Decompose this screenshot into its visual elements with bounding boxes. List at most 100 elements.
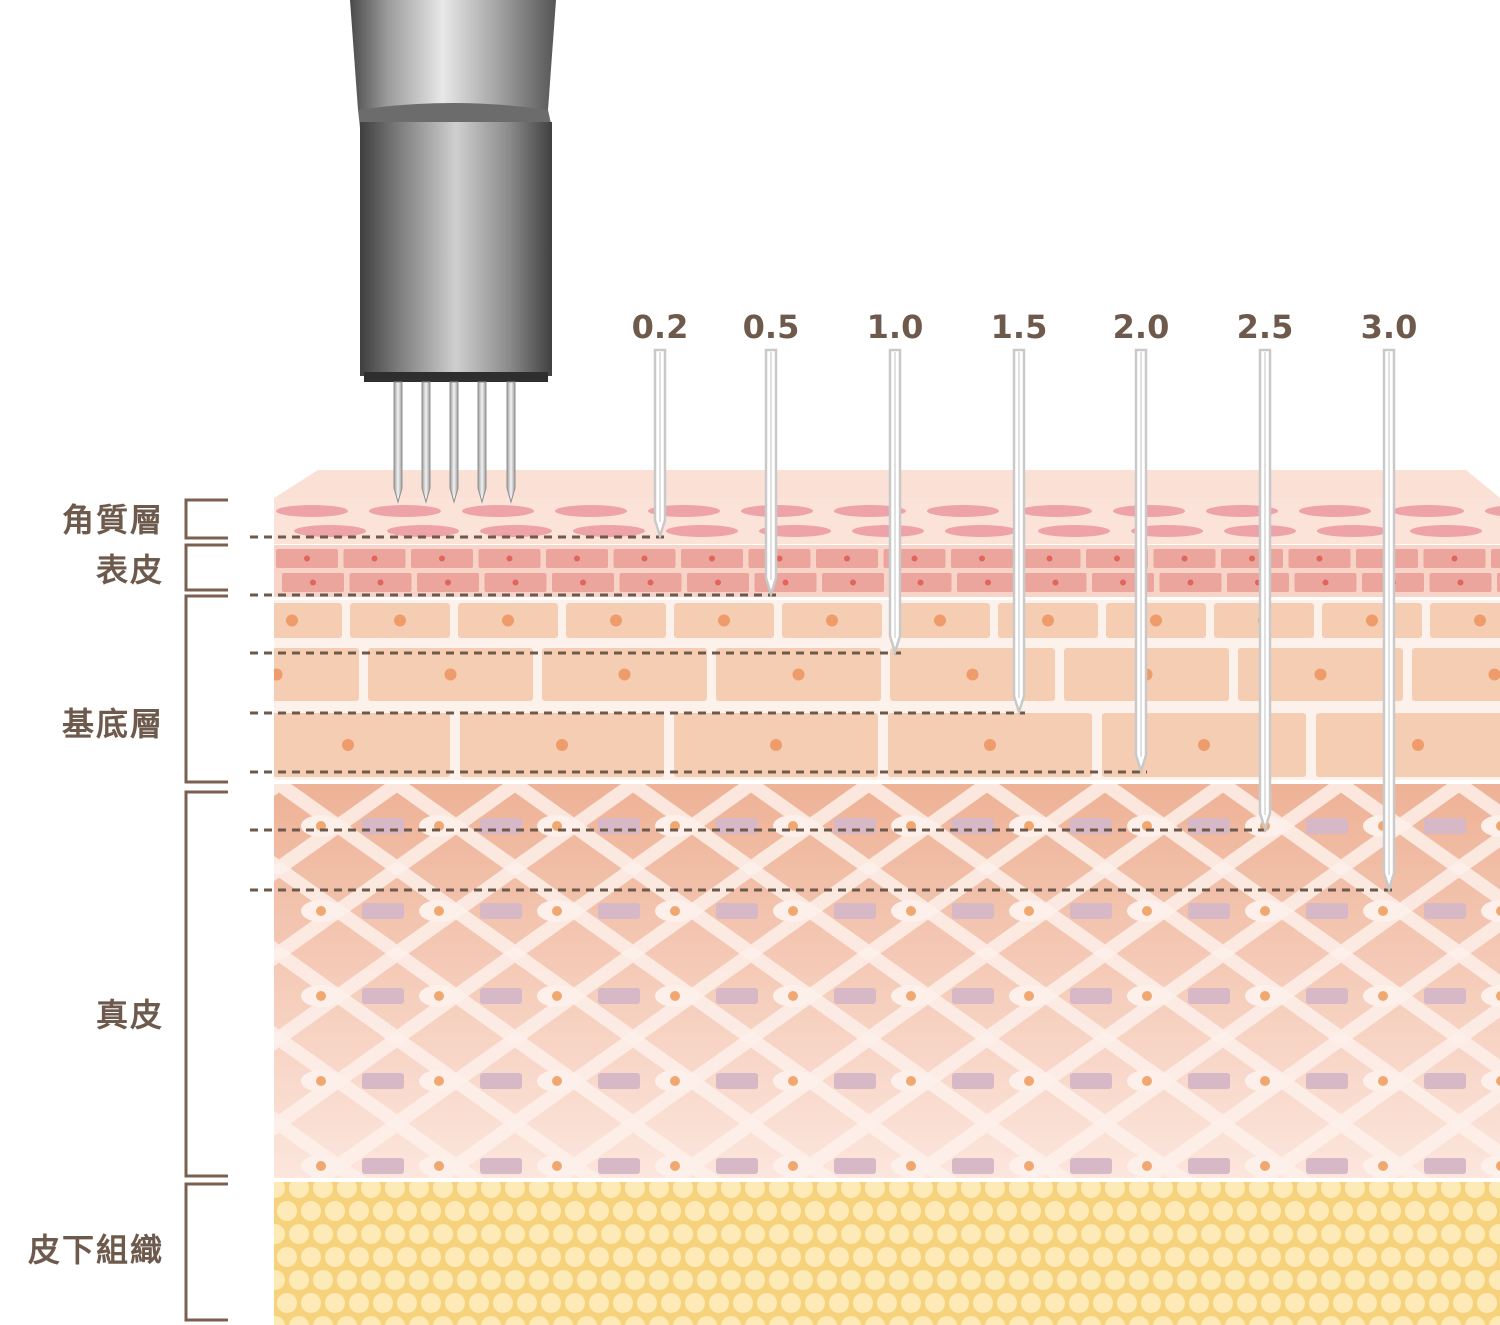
collagen-fiber	[569, 862, 697, 917]
collagen-fiber	[451, 1117, 579, 1172]
fat-cell	[337, 1224, 357, 1244]
dermis-fiber-bundle	[598, 988, 640, 1004]
fat-cell	[1453, 1247, 1473, 1267]
fat-cell	[1357, 1201, 1377, 1221]
collagen-fiber	[687, 947, 815, 1002]
fat-cell	[769, 1224, 789, 1244]
fat-cell	[397, 1293, 417, 1313]
fat-cell	[1009, 1182, 1029, 1198]
fat-cell	[361, 1224, 381, 1244]
fat-cell	[1465, 1182, 1485, 1198]
fat-cell	[409, 1316, 429, 1325]
fat-cell	[1177, 1224, 1197, 1244]
fibroblast-cell	[1481, 900, 1500, 922]
fat-cell	[709, 1247, 729, 1267]
epidermis-nucleus	[506, 555, 513, 562]
dermis-fiber-bundle	[480, 988, 522, 1004]
basal-nucleus	[1488, 668, 1500, 681]
fat-cell	[421, 1247, 441, 1267]
fat-cell	[1009, 1270, 1029, 1290]
collagen-fiber	[1041, 1032, 1169, 1087]
fat-cell	[505, 1182, 525, 1198]
dermis-fiber-bundle	[1424, 988, 1466, 1004]
fat-cell	[457, 1270, 477, 1290]
fibroblast-nucleus	[788, 821, 798, 831]
fat-cell	[433, 1224, 453, 1244]
fat-cell	[673, 1316, 693, 1325]
fat-cell	[637, 1247, 657, 1267]
fat-cell	[697, 1316, 717, 1325]
corneum-cell	[480, 525, 552, 537]
fat-cell	[1165, 1293, 1185, 1313]
dermis-fiber-bundle	[480, 818, 522, 834]
fat-cell	[1273, 1182, 1293, 1198]
fat-cell	[1345, 1182, 1365, 1198]
fat-cell	[913, 1182, 933, 1198]
fat-cell	[757, 1293, 777, 1313]
fat-cell	[277, 1293, 297, 1313]
fat-cell	[1105, 1224, 1125, 1244]
fat-cell	[1273, 1224, 1293, 1244]
corneum-cells	[276, 505, 1500, 537]
fat-cell	[601, 1270, 621, 1290]
collagen-fiber	[1277, 947, 1405, 1002]
collagen-fiber	[333, 862, 461, 917]
fat-cell	[1177, 1316, 1197, 1325]
fat-cell	[1393, 1224, 1413, 1244]
fat-cell	[973, 1293, 993, 1313]
fat-cell	[1417, 1224, 1437, 1244]
fibroblast-nucleus	[552, 1076, 562, 1086]
fat-cell	[709, 1201, 729, 1221]
fat-cell	[553, 1316, 573, 1325]
collagen-fiber	[569, 784, 697, 832]
dermis-fiber-bundle	[716, 988, 758, 1004]
fat-cell	[1417, 1182, 1437, 1198]
basal-cell	[274, 603, 342, 638]
fat-cell	[505, 1224, 525, 1244]
collagen-fiber	[451, 784, 579, 832]
fat-cell	[469, 1293, 489, 1313]
fat-cell	[997, 1201, 1017, 1221]
fat-cell	[1237, 1293, 1257, 1313]
basal-nucleus	[342, 739, 354, 751]
collagen-fiber	[569, 1117, 697, 1172]
dermis-fiber-bundle	[952, 1073, 994, 1089]
fat-cell	[661, 1247, 681, 1267]
fibroblast-nucleus	[906, 1076, 916, 1086]
fat-cell	[925, 1293, 945, 1313]
fat-cell	[1489, 1224, 1500, 1244]
fat-cell	[445, 1201, 465, 1221]
fat-cell	[433, 1182, 453, 1198]
fat-cell	[1333, 1247, 1353, 1267]
fat-cell	[637, 1293, 657, 1313]
collagen-fiber	[1277, 784, 1405, 832]
fat-cell	[721, 1316, 741, 1325]
label-stratum-corneum: 角質層	[62, 501, 164, 539]
epidermis-nucleus	[310, 579, 316, 586]
basal-nucleus	[1412, 739, 1424, 751]
fat-cell	[697, 1224, 717, 1244]
basal-cell	[1412, 648, 1500, 701]
fat-cell	[733, 1247, 753, 1267]
fat-cell	[1105, 1182, 1125, 1198]
epidermis-nucleus	[580, 579, 586, 586]
fat-cell	[1081, 1224, 1101, 1244]
collagen-fiber	[1277, 1032, 1405, 1087]
fat-cell	[1117, 1247, 1137, 1267]
fat-cell	[541, 1293, 561, 1313]
basal-cell	[274, 648, 359, 701]
fat-cell	[613, 1247, 633, 1267]
fibroblast-nucleus	[1496, 1076, 1500, 1086]
fat-cell	[373, 1201, 393, 1221]
dermis-fiber-bundle	[1070, 1073, 1112, 1089]
fat-cell	[1441, 1224, 1461, 1244]
fat-cell	[289, 1270, 309, 1290]
fat-cell	[865, 1224, 885, 1244]
fat-cell	[1129, 1182, 1149, 1198]
fat-cell	[1237, 1201, 1257, 1221]
dermis-fiber-bundle	[1306, 1073, 1348, 1089]
fat-cell	[1213, 1247, 1233, 1267]
fat-cell	[1369, 1316, 1389, 1325]
fat-cell	[1333, 1293, 1353, 1313]
